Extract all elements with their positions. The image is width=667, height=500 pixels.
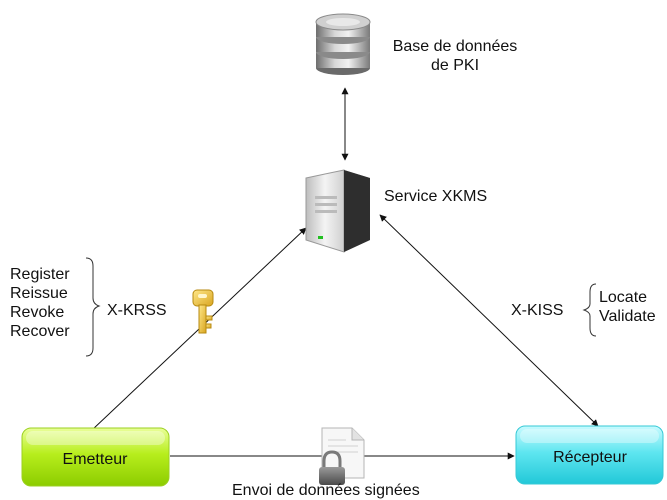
xkiss-operations: Locate Validate <box>599 288 656 326</box>
xkrss-op-register: Register <box>10 266 70 283</box>
xkiss-label: X-KISS <box>511 302 564 319</box>
database-label: Base de données de PKI <box>370 37 540 75</box>
xkiss-op-validate: Validate <box>599 308 656 325</box>
xkrss-op-recover: Recover <box>10 323 70 340</box>
xkrss-brace <box>85 257 101 357</box>
database-label-line2: de PKI <box>430 57 480 74</box>
receiver-node: Récepteur <box>515 425 664 485</box>
server-receiver-arrow <box>379 214 599 427</box>
xkiss-op-locate: Locate <box>599 289 648 306</box>
transfer-label: Envoi de données signées <box>232 482 420 499</box>
server-label: Service XKMS <box>384 188 488 205</box>
emitter-node: Emetteur <box>21 427 170 487</box>
xkrss-operations: Register Reissue Revoke Recover <box>10 265 70 341</box>
key-icon <box>192 289 214 334</box>
receiver-label: Récepteur <box>553 449 627 466</box>
xkrss-op-revoke: Revoke <box>10 304 65 321</box>
lock-icon <box>319 450 345 485</box>
emitter-label: Emetteur <box>63 451 129 468</box>
database-label-line1: Base de données <box>392 38 518 55</box>
xkrss-label: X-KRSS <box>107 302 167 319</box>
xkrss-op-reissue: Reissue <box>10 285 68 302</box>
server-icon <box>305 169 370 253</box>
xkiss-brace <box>582 283 597 337</box>
database-icon <box>315 13 371 75</box>
